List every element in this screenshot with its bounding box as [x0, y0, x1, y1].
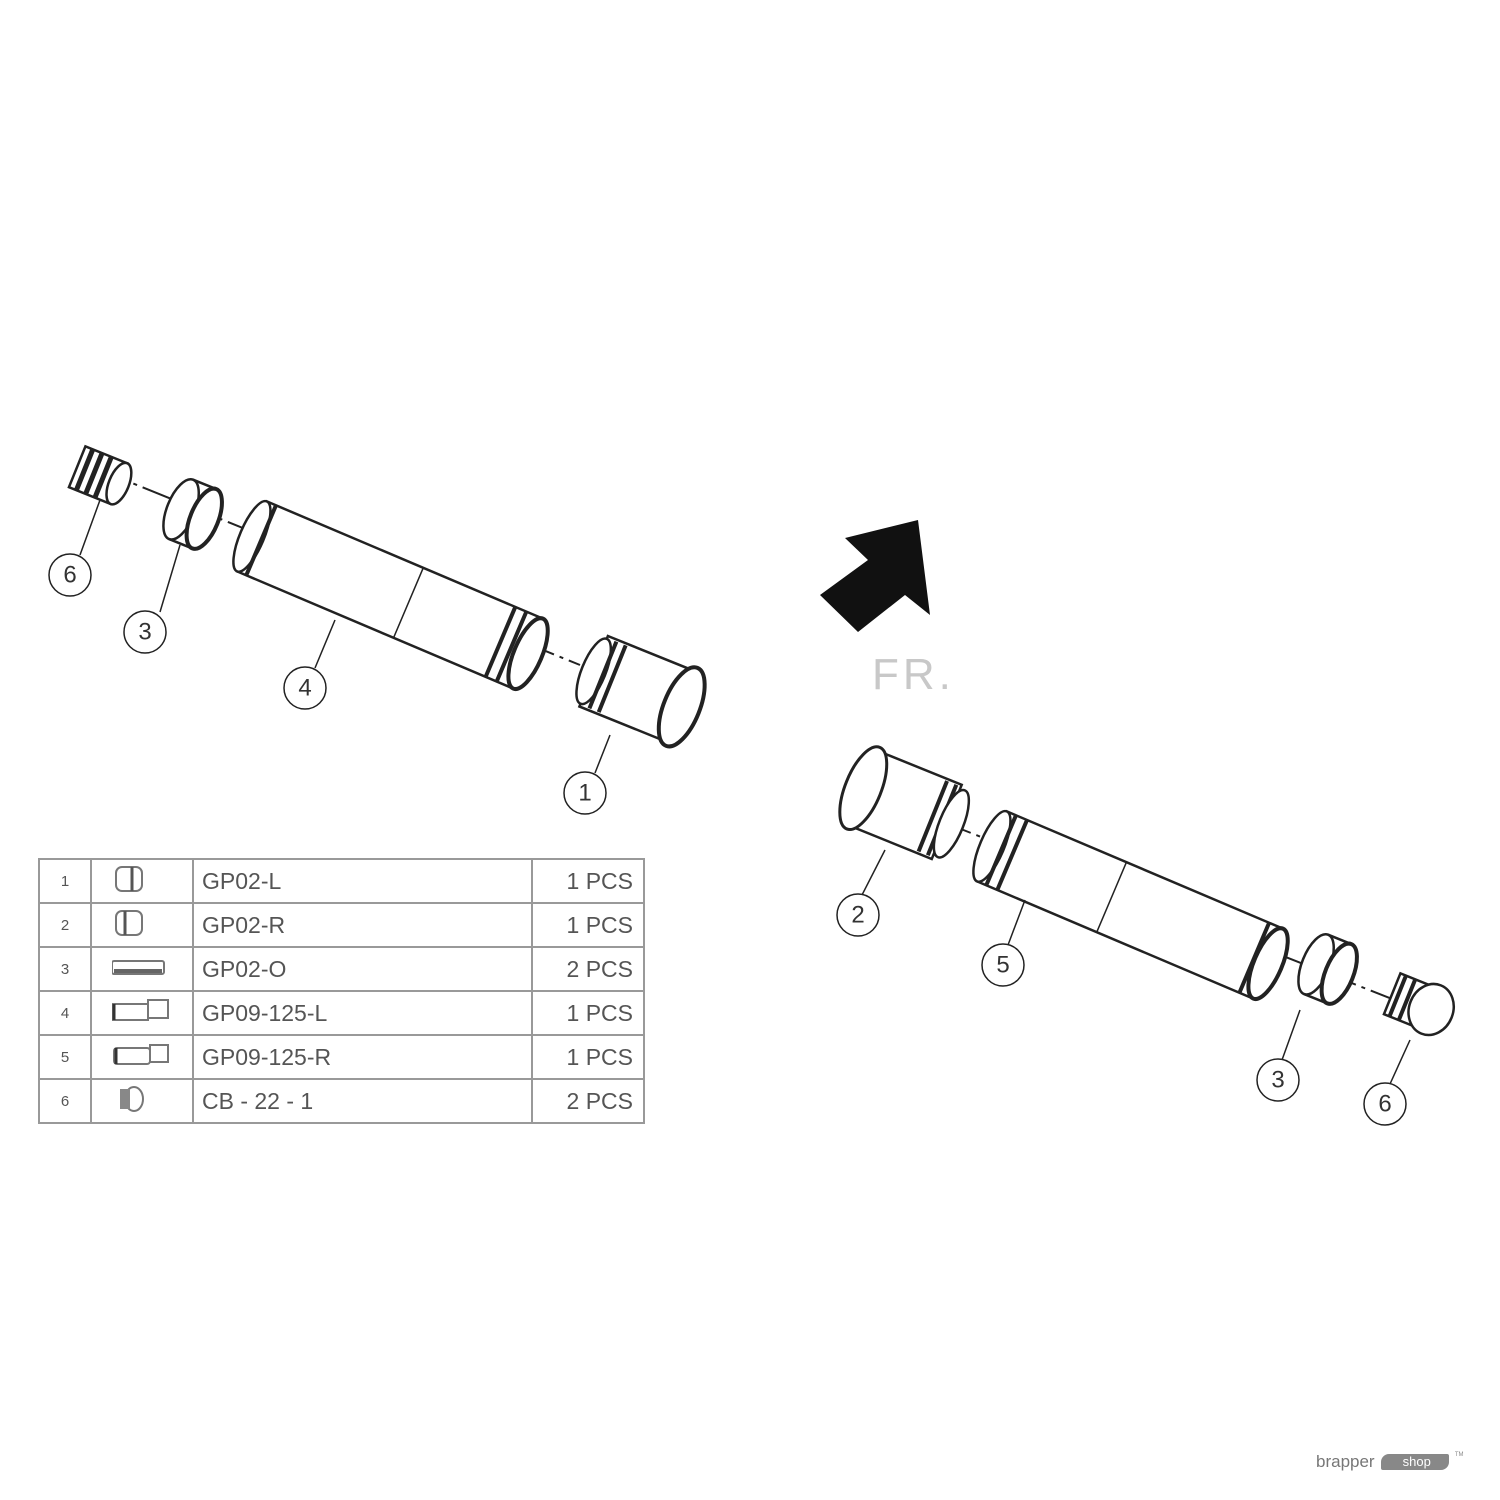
table-row: 6 CB - 22 - 1 2 PCS — [38, 1078, 645, 1124]
ring-part-3-right — [1297, 933, 1359, 1006]
front-arrow-icon — [820, 520, 930, 632]
tube-part-5 — [972, 809, 1290, 1002]
part-number: 5 — [38, 1034, 92, 1080]
part-code: GP02-L — [192, 858, 533, 904]
callout-2: 2 — [836, 893, 880, 937]
svg-text:2: 2 — [851, 902, 864, 929]
part-number: 6 — [38, 1078, 92, 1124]
svg-text:3: 3 — [1271, 1067, 1284, 1094]
part-code: GP02-R — [192, 902, 533, 948]
callout-6: 6 — [48, 553, 92, 597]
logo-tm: TM — [1454, 1452, 1464, 1458]
left-assembly: 6 3 4 1 — [48, 444, 707, 815]
part-code: GP09-125-R — [192, 1034, 533, 1080]
table-row: 1 GP02-L 1 PCS — [38, 858, 645, 904]
callout-3-right: 3 — [1256, 1058, 1300, 1102]
logo-tag: shop — [1380, 1454, 1449, 1470]
end-cap-part-2 — [838, 745, 971, 861]
part-quantity: 1 PCS — [531, 990, 645, 1036]
end-cap-part-1 — [575, 634, 707, 749]
svg-text:1: 1 — [578, 780, 591, 807]
front-direction-label: FR. — [872, 650, 955, 699]
part-quantity: 2 PCS — [531, 946, 645, 992]
end-cap-right-icon — [115, 909, 143, 936]
ring-part-3 — [162, 478, 224, 551]
svg-text:5: 5 — [996, 952, 1009, 979]
callout-5: 5 — [981, 943, 1025, 987]
end-cap-left-icon — [115, 865, 143, 892]
table-row: 3 GP02-O 2 PCS — [38, 946, 645, 992]
table-row: 2 GP02-R 1 PCS — [38, 902, 645, 948]
part-number: 4 — [38, 990, 92, 1036]
part-code: GP02-O — [192, 946, 533, 992]
tube-part-4 — [232, 499, 550, 692]
svg-text:6: 6 — [63, 562, 76, 589]
table-row: 5 GP09-125-R 1 PCS — [38, 1034, 645, 1080]
part-code: CB - 22 - 1 — [192, 1078, 533, 1124]
part-number: 1 — [38, 858, 92, 904]
callout-3: 3 — [123, 610, 167, 654]
logo-brand: brapper — [1316, 1452, 1375, 1471]
plug-part-6-right — [1382, 971, 1455, 1037]
part-number: 2 — [38, 902, 92, 948]
callout-6-right: 6 — [1363, 1082, 1407, 1126]
part-quantity: 1 PCS — [531, 902, 645, 948]
part-number: 3 — [38, 946, 92, 992]
plug-icon — [120, 1085, 144, 1112]
svg-text:6: 6 — [1378, 1091, 1391, 1118]
tube-right-icon — [113, 1043, 169, 1065]
tube-left-icon — [111, 998, 169, 1021]
callout-1: 1 — [563, 771, 607, 815]
right-assembly: 2 5 3 6 — [836, 745, 1455, 1126]
part-quantity: 1 PCS — [531, 858, 645, 904]
svg-text:3: 3 — [138, 619, 151, 646]
table-row: 4 GP09-125-L 1 PCS — [38, 990, 645, 1036]
svg-text:4: 4 — [298, 675, 311, 702]
brand-logo: brapper shop TM — [1316, 1452, 1463, 1472]
part-quantity: 2 PCS — [531, 1078, 645, 1124]
part-quantity: 1 PCS — [531, 1034, 645, 1080]
callout-4: 4 — [283, 666, 327, 710]
part-code: GP09-125-L — [192, 990, 533, 1036]
ring-icon — [111, 959, 165, 975]
plug-part-6 — [67, 444, 133, 506]
